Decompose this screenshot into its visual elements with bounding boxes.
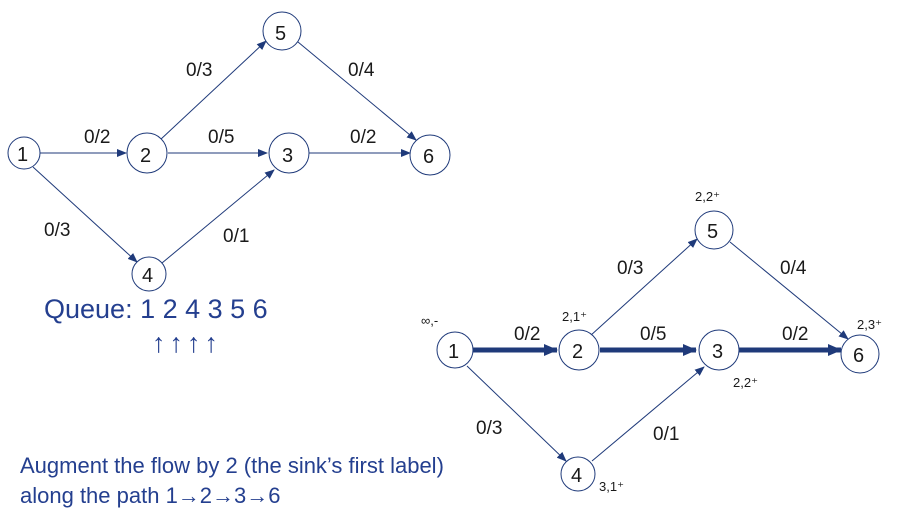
queue-text: Queue: 1 2 4 3 5 6 xyxy=(44,294,268,324)
edge-2-5 xyxy=(589,238,698,337)
edge-label-3-6: 0/2 xyxy=(782,324,808,345)
edge-label-1-4: 0/3 xyxy=(476,418,502,439)
graph-2-node-marks: ∞,- 2,1⁺ 2,2⁺ 3,1⁺ 2,2⁺ 2,3⁺ xyxy=(421,189,882,494)
node-4: 4 xyxy=(131,256,167,292)
edge-label-5-6: 0/4 xyxy=(780,258,807,279)
node-5: 5 xyxy=(694,210,734,250)
node-2: 2 xyxy=(126,132,168,174)
graph-1-nodes: 1 2 3 4 5 6 xyxy=(7,11,451,292)
caption-line-2: along the path 1→2→3→6 xyxy=(20,483,281,508)
node-1: 1 xyxy=(7,136,41,170)
edge-label-2-3: 0/5 xyxy=(208,127,234,148)
graph-1-edges xyxy=(32,40,417,264)
edge-4-3 xyxy=(591,366,705,462)
edge-label-1-4: 0/3 xyxy=(44,220,70,241)
edge-label-3-6: 0/2 xyxy=(350,127,376,148)
node-6: 6 xyxy=(409,134,451,176)
graph-1-edge-labels: 0/2 0/3 0/3 0/5 0/1 0/4 0/2 xyxy=(44,60,376,247)
node-4-label: 4 xyxy=(142,265,153,287)
edge-4-3 xyxy=(161,169,275,264)
node-1-label: 1 xyxy=(448,341,459,363)
edge-2-5 xyxy=(159,40,267,141)
node-2: 2 xyxy=(558,329,600,371)
node-6: 6 xyxy=(840,334,880,374)
node-1-label: 1 xyxy=(17,144,28,166)
node-6-label: 6 xyxy=(423,146,434,168)
node-2-label: 2 xyxy=(572,341,583,363)
edge-1-4 xyxy=(32,166,138,263)
edge-5-6 xyxy=(297,41,417,141)
edge-1-4 xyxy=(466,365,567,462)
node-4-label: 4 xyxy=(571,465,582,487)
node-6-label: 6 xyxy=(853,345,864,367)
edge-label-2-5: 0/3 xyxy=(186,60,212,81)
graph-2-nodes: 1 2 3 4 5 6 xyxy=(436,210,880,492)
graph-1: 0/2 0/3 0/3 0/5 0/1 0/4 0/2 1 2 3 4 xyxy=(7,11,451,292)
edge-label-2-3: 0/5 xyxy=(640,324,666,345)
edge-label-4-3: 0/1 xyxy=(223,226,249,247)
edge-label-2-5: 0/3 xyxy=(617,258,643,279)
edge-5-6 xyxy=(729,241,849,340)
node-3: 3 xyxy=(698,329,740,371)
caption-line-1: Augment the flow by 2 (the sink’s first … xyxy=(20,453,444,478)
edge-label-5-6: 0/4 xyxy=(348,60,375,81)
node-3-label: 3 xyxy=(282,145,293,167)
node-4: 4 xyxy=(560,456,596,492)
node-3: 3 xyxy=(268,132,310,174)
node-1: 1 xyxy=(436,331,474,369)
node-5-label: 5 xyxy=(707,221,718,243)
node-3-label: 3 xyxy=(712,341,723,363)
node-3-mark: 2,2⁺ xyxy=(733,375,758,390)
edge-label-4-3: 0/1 xyxy=(653,424,679,445)
node-6-mark: 2,3⁺ xyxy=(857,317,882,332)
graph-2: 0/2 0/3 0/3 0/5 0/1 0/4 0/2 ∞,- 2,1⁺ 2,2… xyxy=(421,189,882,494)
node-5-mark: 2,2⁺ xyxy=(695,189,720,204)
graph-2-edge-labels: 0/2 0/3 0/3 0/5 0/1 0/4 0/2 xyxy=(476,258,808,445)
node-4-mark: 3,1⁺ xyxy=(599,479,624,494)
node-5: 5 xyxy=(262,11,302,51)
node-1-mark: ∞,- xyxy=(421,313,438,328)
node-2-label: 2 xyxy=(140,145,151,167)
edge-label-1-2: 0/2 xyxy=(514,324,540,345)
queue-pointers: ↑↑↑↑ xyxy=(152,328,222,358)
graph-2-edges xyxy=(466,238,849,462)
node-5-label: 5 xyxy=(275,23,286,45)
node-2-mark: 2,1⁺ xyxy=(562,309,587,324)
edge-label-1-2: 0/2 xyxy=(84,127,110,148)
caption: Augment the flow by 2 (the sink’s first … xyxy=(20,451,444,511)
